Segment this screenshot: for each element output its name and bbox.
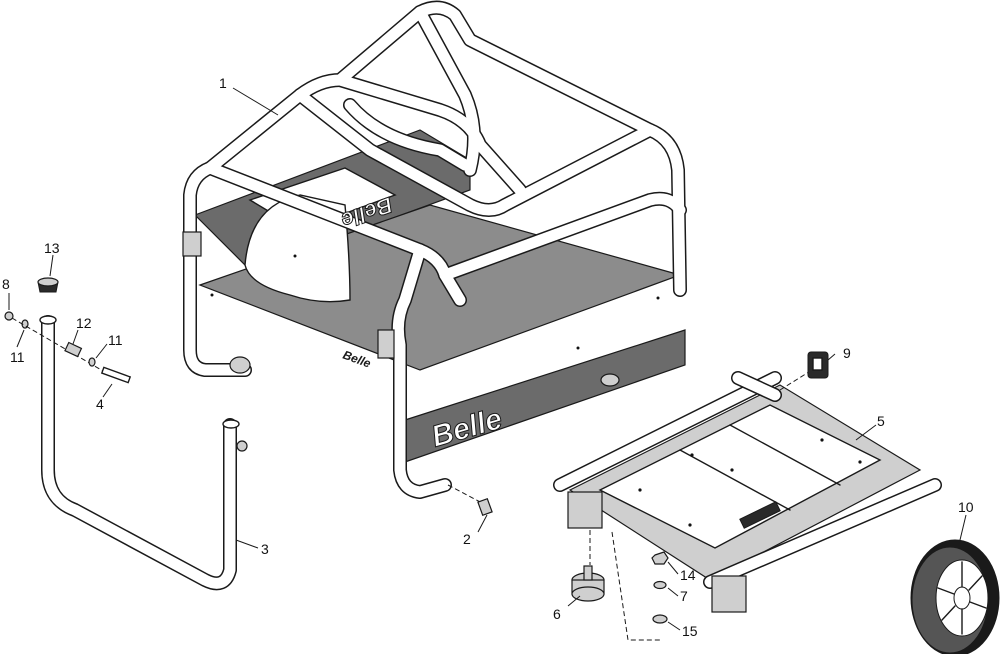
washer-15 (652, 614, 668, 624)
frame-bracket-right (377, 329, 395, 359)
handle-tube-end-left (39, 315, 57, 325)
frame-foot-left (229, 356, 251, 374)
callout-2: 2 (463, 531, 471, 547)
frame-cutout (244, 194, 351, 303)
frame-assembly: Belle Belle Belle (182, 0, 687, 499)
handle-bolt (236, 440, 248, 452)
callout-8: 8 (2, 276, 10, 292)
frame-foot-right (600, 373, 620, 387)
trolley-foot-right (711, 575, 747, 613)
callout-4: 4 (96, 396, 104, 412)
bolt-2-part (447, 484, 493, 517)
callout-3: 3 (261, 541, 269, 557)
bolt-4 (100, 366, 132, 384)
foot-hardware (571, 530, 669, 641)
spacer-12 (64, 341, 83, 358)
clip-9-part (779, 351, 829, 391)
trolley-base (553, 371, 942, 613)
wheel-10-part (910, 539, 1000, 654)
callout-6: 6 (553, 606, 561, 622)
callout-9: 9 (843, 345, 851, 361)
nut-8 (4, 311, 14, 321)
nut-14 (651, 551, 669, 565)
callout-12: 12 (76, 315, 92, 331)
washer-7 (653, 580, 667, 590)
callout-7: 7 (680, 588, 688, 604)
frame-tubes (183, 0, 687, 499)
handle-assembly (39, 315, 248, 591)
handle-tube-end-right (222, 419, 240, 429)
brand-text-side: Belle (341, 348, 373, 371)
callout-5: 5 (877, 413, 885, 429)
frame-bracket-left (182, 231, 202, 257)
callouts: 1 2 3 4 5 6 7 8 9 10 11 11 12 13 14 15 (2, 75, 974, 639)
trolley-foot-left (567, 491, 603, 529)
callout-15: 15 (682, 623, 698, 639)
trolley-plate-top (598, 404, 882, 549)
cap-part (37, 277, 59, 293)
callout-13: 13 (44, 240, 60, 256)
callout-10: 10 (958, 499, 974, 515)
callout-14: 14 (680, 567, 696, 583)
callout-11-right: 11 (108, 332, 123, 348)
callout-11-left: 11 (10, 349, 25, 365)
leader-lines (8, 87, 967, 631)
callout-1: 1 (219, 75, 227, 91)
handle-hardware (4, 311, 132, 384)
washer-11-right (88, 357, 96, 367)
